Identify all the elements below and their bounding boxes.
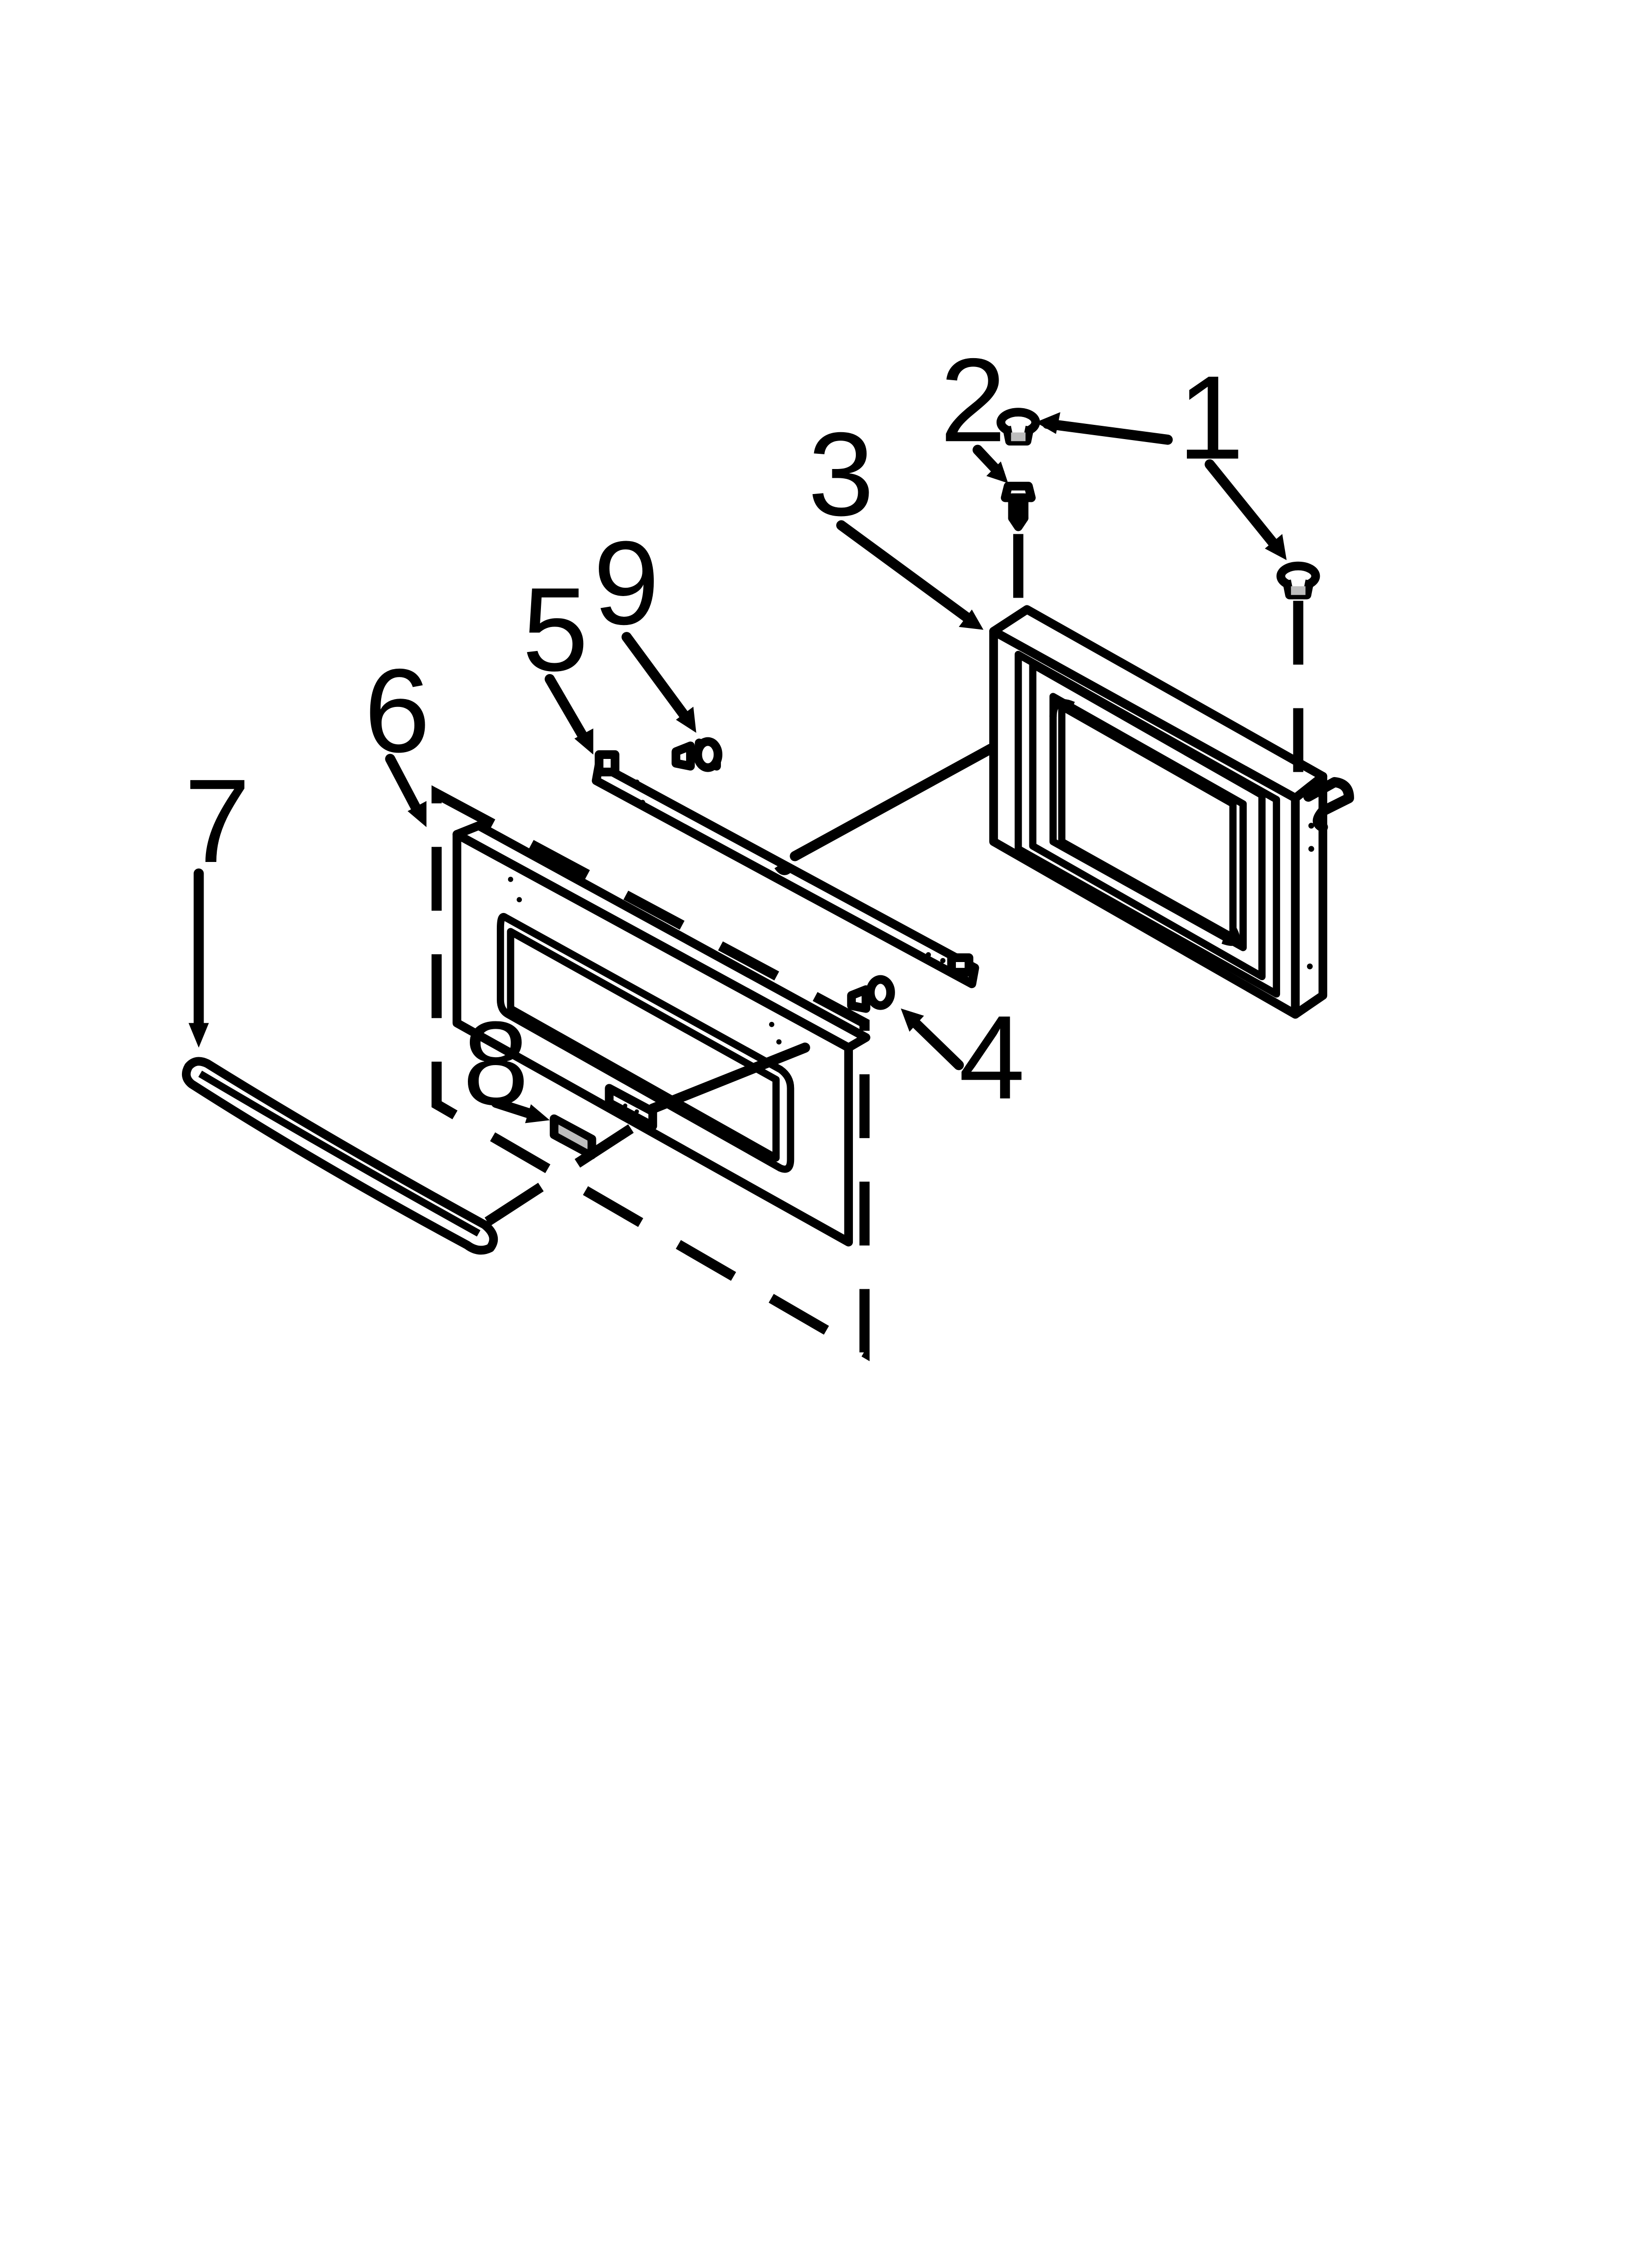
callout-9: 9 xyxy=(593,517,660,650)
callout-labels: 1 2 3 4 5 6 7 8 9 xyxy=(184,334,1244,1130)
part-2-screw xyxy=(1001,482,1036,531)
callout-8: 8 xyxy=(462,997,529,1130)
part-8-badge xyxy=(549,1114,596,1160)
assembly-line-handle xyxy=(485,1110,656,1226)
callout-2: 2 xyxy=(940,334,1006,467)
part-1-plug-right xyxy=(1276,561,1320,600)
leader-lines xyxy=(188,412,1287,1123)
assembly-line-bracket-frame xyxy=(790,743,996,861)
callout-7: 7 xyxy=(184,755,251,887)
callout-3: 3 xyxy=(808,408,874,541)
part-3-door-frame xyxy=(989,605,1354,1019)
part-9-screw xyxy=(671,737,722,772)
part-6-door-panel-group xyxy=(431,785,871,1361)
part-5-bracket xyxy=(591,750,979,989)
callout-5: 5 xyxy=(522,563,589,696)
assembly-line-panel-bracket xyxy=(647,1043,810,1114)
callout-4: 4 xyxy=(959,991,1025,1124)
callout-1: 1 xyxy=(1178,351,1244,484)
callout-6: 6 xyxy=(364,644,430,777)
part-4-screw xyxy=(847,975,895,1013)
part-7-handle xyxy=(181,1057,498,1255)
